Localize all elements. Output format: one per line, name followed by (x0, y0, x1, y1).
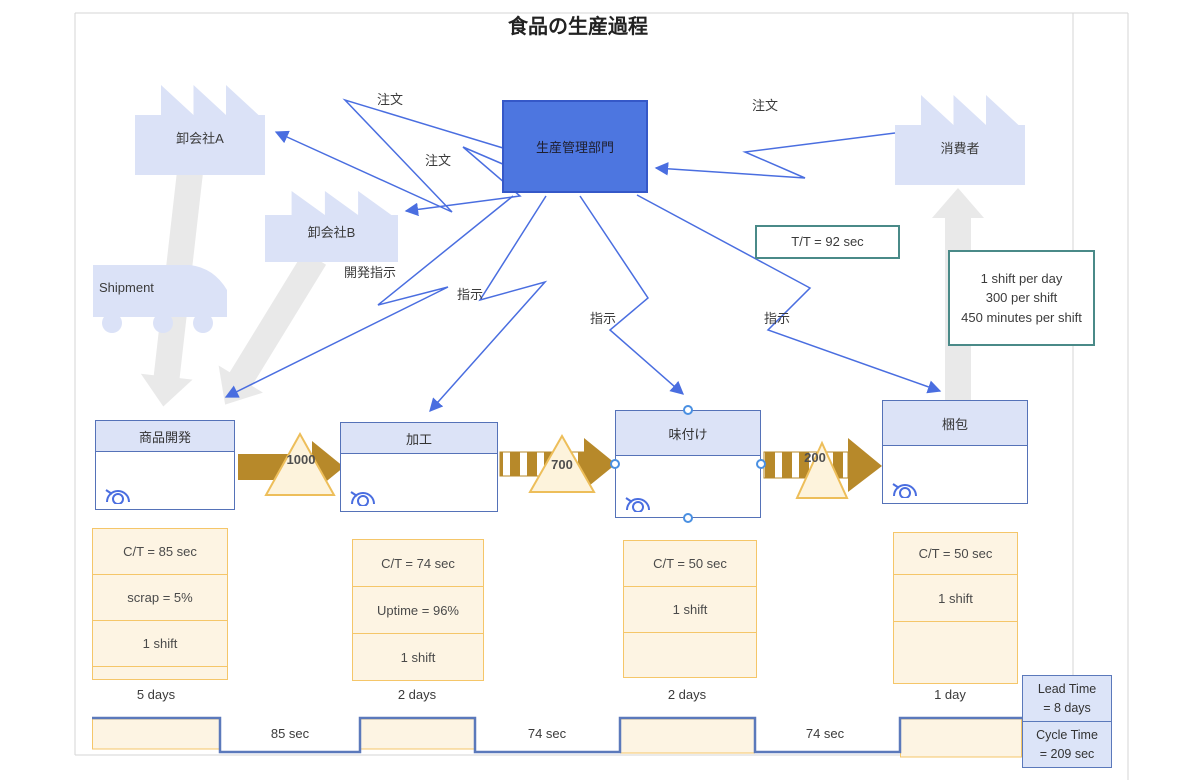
data-box-product-dev[interactable]: C/T = 85 sec scrap = 5% 1 shift (92, 528, 228, 680)
info-arrow-instruction-3[interactable] (636, 194, 942, 394)
timeline-process-time: 74 sec (805, 726, 845, 741)
customer-label: 消費者 (940, 141, 980, 156)
lead-time-line: Lead Time (1037, 682, 1097, 697)
material-flow-arrows[interactable] (137, 169, 984, 418)
data-row: C/T = 50 sec (624, 541, 756, 587)
data-row: Uptime = 96% (353, 587, 483, 634)
selection-handle-right[interactable] (756, 459, 766, 469)
info-arrow-order-customer[interactable] (654, 132, 896, 179)
lead-time-line: = 8 days (1043, 700, 1091, 715)
timeline-process-time: 74 sec (527, 726, 567, 741)
inventory-triangle-icon[interactable] (795, 440, 849, 499)
factory-shapes[interactable] (135, 85, 1025, 262)
process-name: 味付け (668, 426, 708, 442)
timeline-wait-time: 5 days (136, 687, 176, 702)
data-box-processing[interactable]: C/T = 74 sec Uptime = 96% 1 shift (352, 539, 484, 681)
info-arrow-instruction-2[interactable] (579, 195, 685, 395)
data-box-seasoning[interactable]: C/T = 50 sec 1 shift (623, 540, 757, 678)
factory-icon[interactable] (895, 95, 1025, 185)
timeline[interactable] (92, 716, 1022, 758)
inventory-amount-1: 1000 (286, 452, 316, 467)
operator-icon (105, 489, 130, 504)
cycle-time-line: Cycle Time (1036, 728, 1098, 743)
process-box-processing[interactable]: 加工 (340, 422, 498, 512)
data-row: scrap = 5% (93, 575, 227, 621)
info-arrow-dev-instruction[interactable] (224, 195, 514, 398)
takt-time-box[interactable]: T/T = 92 sec (755, 225, 900, 259)
data-row: 1 shift (400, 649, 436, 665)
instruction-label-3: 指示 (763, 311, 790, 326)
page-border-lines (74, 12, 1129, 780)
order-label-2: 注文 (424, 153, 451, 168)
instruction-label-2: 指示 (589, 311, 616, 326)
selection-handle-bottom[interactable] (683, 513, 693, 523)
production-control-box[interactable]: 生産管理部門 (502, 100, 648, 193)
shipment-truck-icon[interactable] (93, 265, 227, 333)
data-row (624, 633, 756, 677)
process-header: 味付け (616, 411, 760, 456)
takt-time-value: T/T = 92 sec (791, 234, 864, 250)
operator-icon (892, 483, 917, 498)
process-name: 梱包 (941, 416, 968, 432)
data-box-packing[interactable]: C/T = 50 sec 1 shift (893, 532, 1018, 684)
cycle-time-line: = 209 sec (1039, 746, 1095, 761)
data-row (894, 622, 1017, 683)
selection-handle-left[interactable] (610, 459, 620, 469)
process-name: 加工 (405, 431, 432, 447)
information-flow-arrows[interactable] (224, 98, 942, 413)
inventory-triangles[interactable] (264, 431, 849, 499)
process-header: 商品開発 (96, 421, 234, 452)
material-arrow-supplier-b[interactable] (203, 244, 337, 418)
data-row: 1 shift (93, 621, 227, 667)
process-box-seasoning[interactable]: 味付け (615, 410, 761, 518)
production-control-label: 生産管理部門 (535, 140, 614, 155)
process-header: 梱包 (883, 401, 1027, 446)
data-row (93, 667, 227, 679)
timeline-process-time: 85 sec (270, 726, 310, 741)
process-box-packing[interactable]: 梱包 (882, 400, 1028, 504)
shift-info-line: 450 minutes per shift (961, 309, 1082, 325)
info-arrow-order-supplier-a[interactable] (274, 98, 504, 213)
timeline-wait-time: 1 day (934, 687, 966, 702)
shift-info-box[interactable]: 1 shift per day 300 per shift 450 minute… (948, 250, 1095, 346)
inventory-amount-2: 700 (551, 457, 573, 472)
shift-info-line: 300 per shift (985, 290, 1058, 306)
cycle-time-box[interactable]: Cycle Time = 209 sec (1022, 721, 1112, 768)
selection-handle-top[interactable] (683, 405, 693, 415)
instruction-label-1: 指示 (456, 287, 483, 302)
data-row: C/T = 85 sec (93, 529, 227, 575)
shift-info-line: 1 shift per day (980, 270, 1063, 286)
operator-icon (625, 497, 650, 512)
dev-instruction-label: 開発指示 (343, 265, 396, 280)
process-box-product-dev[interactable]: 商品開発 (95, 420, 235, 510)
inventory-amount-3: 200 (804, 450, 826, 465)
inventory-triangle-icon[interactable] (264, 431, 336, 496)
shipment-label: Shipment (99, 280, 154, 295)
data-row: C/T = 50 sec (894, 533, 1017, 575)
factory-icon[interactable] (265, 191, 398, 262)
page-title: 食品の生産過程 (508, 16, 648, 38)
order-label-3: 注文 (751, 98, 778, 113)
data-row: C/T = 74 sec (353, 540, 483, 587)
factory-icon[interactable] (135, 85, 265, 175)
lead-time-box[interactable]: Lead Time = 8 days (1022, 675, 1112, 722)
inventory-triangle-icon[interactable] (528, 433, 596, 493)
supplier-b-label: 卸会社B (307, 225, 356, 240)
timeline-wait-time: 2 days (397, 687, 437, 702)
timeline-wait-time: 2 days (667, 687, 707, 702)
supplier-a-label: 卸会社A (176, 131, 224, 146)
process-header: 加工 (341, 423, 497, 454)
info-arrow-instruction-1[interactable] (429, 195, 548, 413)
data-row: 1 shift (894, 575, 1017, 622)
info-arrow-order-supplier-b[interactable] (404, 146, 522, 217)
data-row: 1 shift (624, 587, 756, 633)
operator-icon (350, 491, 375, 506)
order-label-1: 注文 (376, 92, 403, 107)
process-name: 商品開発 (138, 429, 191, 445)
